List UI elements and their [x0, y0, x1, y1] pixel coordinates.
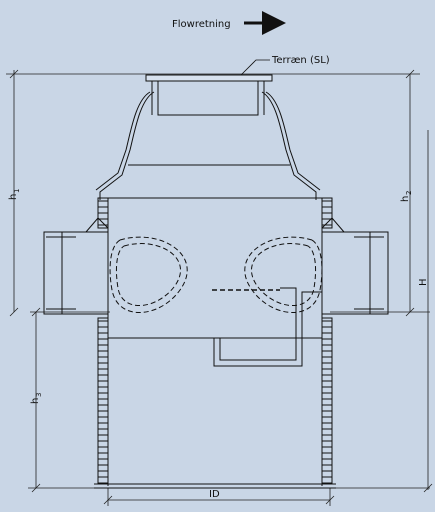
svg-text:h: h — [8, 194, 19, 200]
manhole-cone — [95, 91, 322, 200]
inlet-pipe — [43, 217, 109, 315]
svg-text:H: H — [418, 278, 429, 286]
svg-text:h: h — [400, 196, 411, 202]
svg-text:h: h — [30, 398, 41, 404]
ID-label: ID — [209, 489, 220, 500]
h1-label: h 1 — [8, 189, 21, 200]
outlet-pipe — [321, 217, 389, 315]
flow-direction-label: Flowretning — [172, 19, 231, 30]
dimension-lines — [6, 69, 433, 506]
shaft-walls — [94, 197, 336, 489]
pipe-openings — [109, 236, 323, 313]
H-label: H — [418, 278, 429, 286]
svg-text:3: 3 — [35, 393, 43, 397]
svg-text:2: 2 — [405, 191, 413, 195]
terrain-label: Terræn (SL) — [271, 55, 330, 66]
h2-label: h 2 — [400, 191, 413, 202]
flow-channel — [213, 287, 322, 367]
terrain-leader — [239, 59, 270, 77]
manhole-top — [145, 74, 273, 116]
h3-label: h 3 — [30, 393, 43, 404]
svg-text:1: 1 — [13, 189, 21, 193]
